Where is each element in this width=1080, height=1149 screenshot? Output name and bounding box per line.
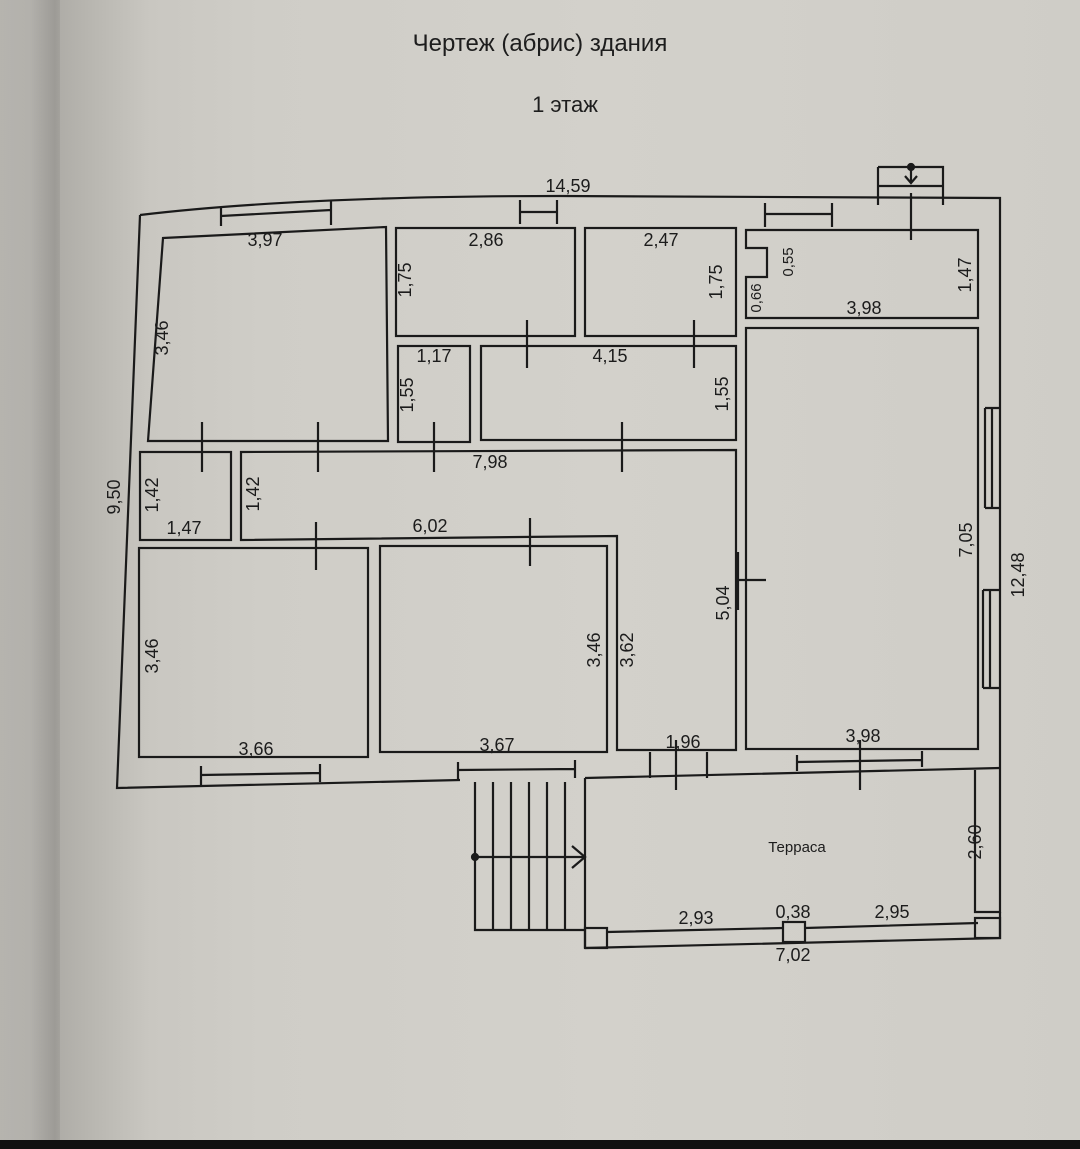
dim-s-width: 3,67 <box>479 735 514 755</box>
door-mark <box>200 422 624 472</box>
terrace <box>583 912 1002 950</box>
dim-corridor-width: 1,96 <box>665 732 700 752</box>
dim-small-height: 1,55 <box>397 377 417 412</box>
terrace-post <box>583 926 609 950</box>
terrace-post <box>781 920 807 944</box>
room-east <box>744 326 980 751</box>
dim-hall-top: 7,98 <box>472 452 507 472</box>
room-ne <box>744 228 980 320</box>
room-mid <box>479 344 738 442</box>
dim-ne-height: 1,47 <box>955 257 975 292</box>
dim-room-a-width: 2,86 <box>468 230 503 250</box>
outer-wall-left-bottom <box>115 214 1001 790</box>
stair-arrow-icon <box>475 845 587 869</box>
terrace-post <box>973 916 1002 940</box>
dim-s-height: 3,46 <box>584 632 604 667</box>
dim-ne-niche-a: 0,55 <box>780 247 797 276</box>
dim-room-a-height: 1,75 <box>395 262 415 297</box>
dim-room-b-height: 1,75 <box>706 264 726 299</box>
dim-east-height: 7,05 <box>956 522 976 557</box>
terrace-label: Терраса <box>768 839 826 856</box>
dim-room-b-width: 2,47 <box>643 230 678 250</box>
door-mark <box>674 740 862 790</box>
dim-ne-niche-b: 0,66 <box>748 283 765 312</box>
outer-walls <box>115 194 1002 914</box>
room-nw <box>146 225 390 443</box>
page-fold-shadow <box>0 0 60 1140</box>
door-mark <box>736 552 766 610</box>
dim-east-width: 3,98 <box>845 726 880 746</box>
dim-terrace-total: 7,02 <box>775 945 810 965</box>
dim-hall-bottom: 6,02 <box>412 516 447 536</box>
dim-ne-width: 3,98 <box>846 298 881 318</box>
room-b <box>583 226 738 338</box>
terrace-east-wall <box>973 765 1002 914</box>
window <box>981 588 1000 690</box>
outer-wall-top-right <box>139 194 1002 765</box>
dim-hall-height: 1,42 <box>243 476 263 511</box>
entrance-porch <box>876 162 945 240</box>
dim-sw-height: 3,46 <box>142 638 162 673</box>
dim-small-width: 1,17 <box>416 346 451 366</box>
dim-closet-width: 1,47 <box>166 518 201 538</box>
door-jamb <box>648 752 709 778</box>
porch <box>876 165 945 205</box>
dim-terrace-height: 2,60 <box>965 824 985 859</box>
windows <box>199 200 1000 786</box>
door-mark <box>314 518 532 570</box>
window <box>763 203 834 227</box>
dimension-labels: 14,59 9,50 12,48 3,97 3,46 2,86 1,75 2,4… <box>104 176 1028 965</box>
rooms <box>137 225 980 759</box>
dim-closet-height: 1,42 <box>142 477 162 512</box>
dim-corridor-height: 3,62 <box>617 632 637 667</box>
dim-nw-height: 3,46 <box>152 320 172 355</box>
dim-overall-top: 14,59 <box>545 176 590 196</box>
door-marks <box>200 320 862 790</box>
window <box>199 764 322 786</box>
document-title: Чертеж (абрис) здания <box>412 30 668 57</box>
window <box>983 406 1000 510</box>
room-a <box>394 226 577 338</box>
window <box>219 201 333 226</box>
window <box>456 760 577 780</box>
dim-sw-width: 3,66 <box>238 739 273 759</box>
dim-nw-width: 3,97 <box>247 230 282 250</box>
terrace-inner-rail <box>606 921 979 934</box>
stairs <box>470 778 587 948</box>
dim-terrace-right: 2,95 <box>874 902 909 922</box>
dim-overall-right: 12,48 <box>1008 552 1028 597</box>
dim-overall-left: 9,50 <box>104 479 124 514</box>
dim-hall-side: 5,04 <box>713 585 733 620</box>
room-closet <box>138 450 233 542</box>
room-s <box>378 544 609 754</box>
floor-label: 1 этаж <box>532 92 598 117</box>
entry-arrow-icon <box>904 167 918 185</box>
dim-terrace-mid: 0,38 <box>775 902 810 922</box>
bottom-edge <box>0 1140 1080 1149</box>
window <box>518 200 559 224</box>
stair-steps <box>473 778 587 948</box>
dim-mid-height: 1,55 <box>712 376 732 411</box>
dim-terrace-left: 2,93 <box>678 908 713 928</box>
hall <box>239 448 738 752</box>
door-mark <box>525 320 696 368</box>
room-sw <box>137 546 370 759</box>
dim-mid-width: 4,15 <box>592 346 627 366</box>
